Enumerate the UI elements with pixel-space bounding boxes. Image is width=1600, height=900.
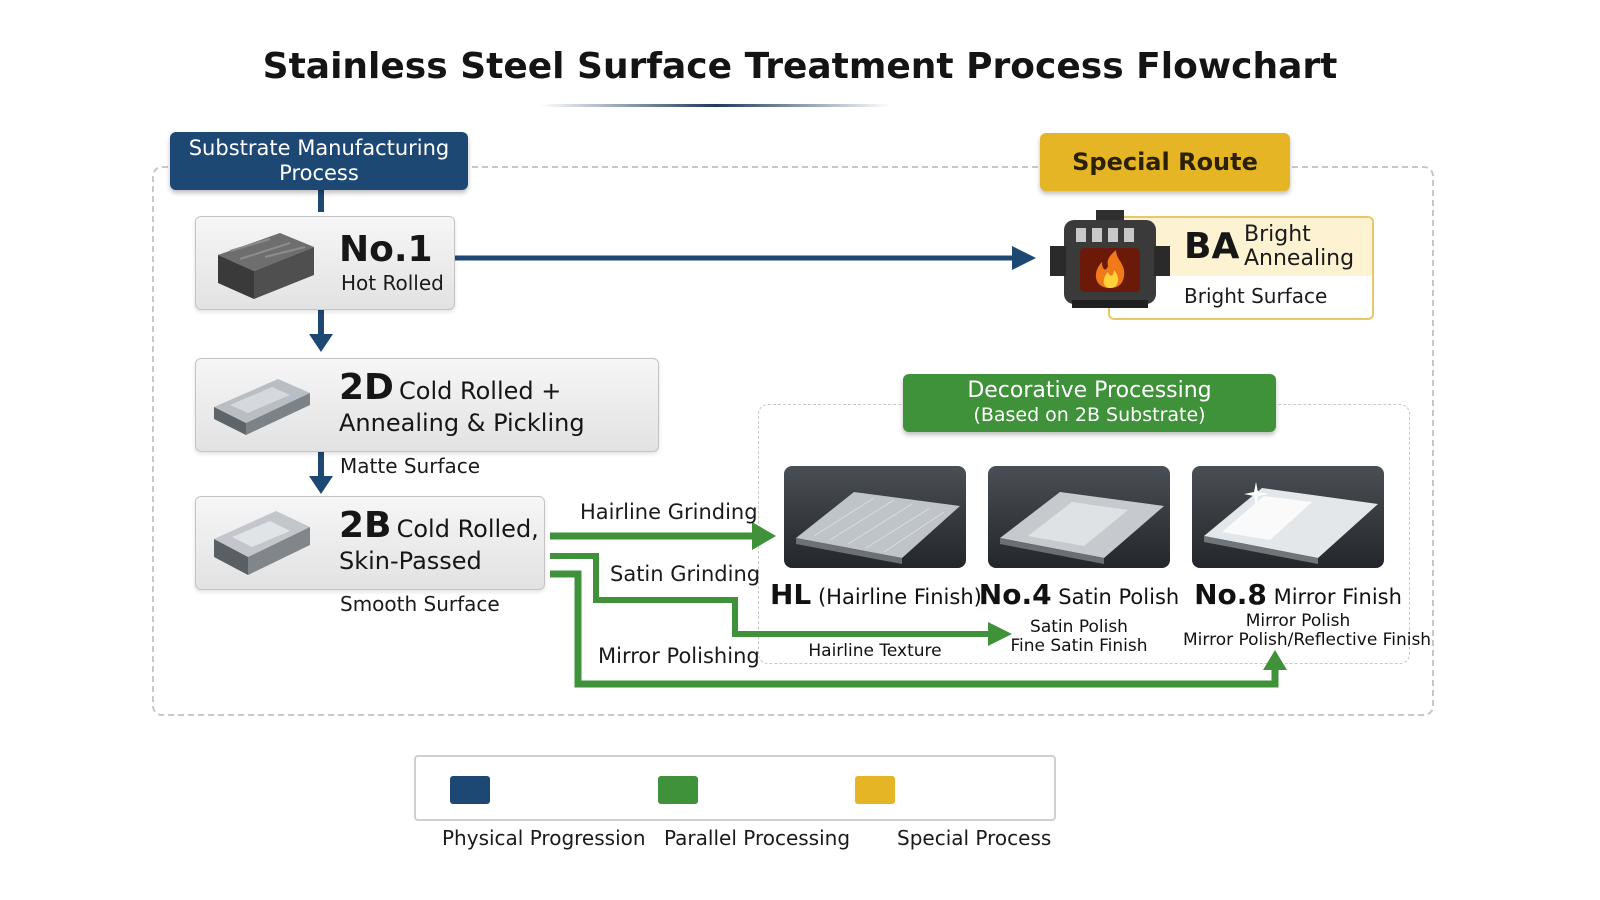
hl-sub1: Hairline Texture: [808, 641, 942, 661]
2d-code-text: 2D: [339, 367, 394, 408]
ba-note: Bright Surface: [1184, 284, 1328, 308]
no8-sub1: Mirror Polish: [1245, 611, 1351, 631]
2b-desc-line2: Skin-Passed: [339, 547, 482, 575]
legend-box: [414, 755, 1056, 821]
no1-card: No.1 Hot Rolled: [195, 216, 455, 310]
legend-swatch-gold: [855, 776, 895, 804]
legend-swatch-blue: [450, 776, 490, 804]
route-label-hairline: Hairline Grinding: [580, 500, 758, 524]
page-title: Stainless Steel Surface Treatment Proces…: [262, 46, 1338, 87]
ba-desc-line2: Annealing: [1244, 246, 1355, 271]
green-route-mirror: [550, 570, 1279, 688]
2d-card: 2D Cold Rolled + Annealing & Pickling: [195, 358, 659, 452]
green-arrowhead-hairline: [752, 522, 776, 550]
route-label-satin: Satin Grinding: [610, 562, 761, 586]
decorative-header-line2: (Based on 2B Substrate): [973, 404, 1206, 426]
green-arrowhead-satin: [988, 622, 1012, 646]
legend-swatch-green: [658, 776, 698, 804]
hot-rolled-block-icon: [218, 233, 314, 299]
route-label-mirror: Mirror Polishing: [598, 644, 760, 668]
green-route-satin: [550, 553, 990, 637]
hairline-plate-icon: [796, 492, 960, 564]
legend-label-physical: Physical Progression: [442, 826, 646, 850]
substrate-process-header: Substrate Manufacturing Process: [170, 132, 468, 190]
blue-arrowhead-no1-ba: [1012, 246, 1036, 270]
2b-code-text: 2B: [339, 505, 392, 546]
no4-sub2: Fine Satin Finish: [1010, 636, 1148, 656]
2d-code: 2D Cold Rolled +: [339, 367, 561, 408]
hl-finish-name: HL (Hairline Finish): [770, 578, 982, 611]
satin-plate-icon: [1000, 492, 1164, 564]
furnace-icon: [1050, 210, 1170, 308]
no4-finish-image: [988, 466, 1170, 568]
2b-desc-line1: Cold Rolled,: [396, 515, 539, 543]
2b-card: 2B Cold Rolled, Skin-Passed: [195, 496, 545, 590]
no8-finish-name: No.8 Mirror Finish: [1183, 578, 1413, 611]
2d-desc-line2: Annealing & Pickling: [339, 409, 585, 437]
hl-finish-image: [784, 466, 966, 568]
no1-desc: Hot Rolled: [341, 271, 444, 295]
no4-code: No.4: [978, 578, 1052, 611]
hl-code: HL: [770, 578, 812, 611]
no8-sub2: Mirror Polish/Reflective Finish: [1183, 630, 1432, 650]
green-arrowhead-mirror: [1263, 650, 1287, 670]
cold-rolled-plate-icon: [214, 379, 310, 435]
decorative-processing-header: Decorative Processing (Based on 2B Subst…: [903, 374, 1276, 432]
ba-code: BA: [1184, 226, 1240, 267]
2d-note: Matte Surface: [340, 454, 481, 478]
hl-name: (Hairline Finish): [817, 585, 982, 609]
no8-finish-image: [1192, 466, 1384, 568]
no8-name: Mirror Finish: [1273, 585, 1402, 609]
no4-finish-name: No.4 Satin Polish: [974, 578, 1184, 611]
2b-note: Smooth Surface: [340, 592, 500, 616]
skin-passed-plate-icon: [214, 511, 310, 575]
special-route-header: Special Route: [1040, 133, 1290, 191]
decorative-header-line1: Decorative Processing: [967, 378, 1212, 403]
no4-sub1: Satin Polish: [1030, 617, 1128, 637]
legend-label-special: Special Process: [897, 826, 1052, 850]
blue-arrowhead-no1-2d: [309, 334, 333, 352]
no1-code: No.1: [339, 229, 433, 270]
blue-arrowhead-2d-2b: [309, 476, 333, 494]
main-frame: [152, 166, 1434, 716]
no8-code: No.8: [1194, 578, 1267, 611]
ba-desc-line1: Bright: [1244, 222, 1311, 247]
mirror-plate-icon: [1204, 482, 1378, 564]
2b-code: 2B Cold Rolled,: [339, 505, 539, 546]
no4-name: Satin Polish: [1058, 585, 1180, 609]
legend-label-parallel: Parallel Processing: [664, 826, 851, 850]
title-underline: [540, 104, 890, 107]
2d-desc-line1: Cold Rolled +: [399, 377, 562, 405]
